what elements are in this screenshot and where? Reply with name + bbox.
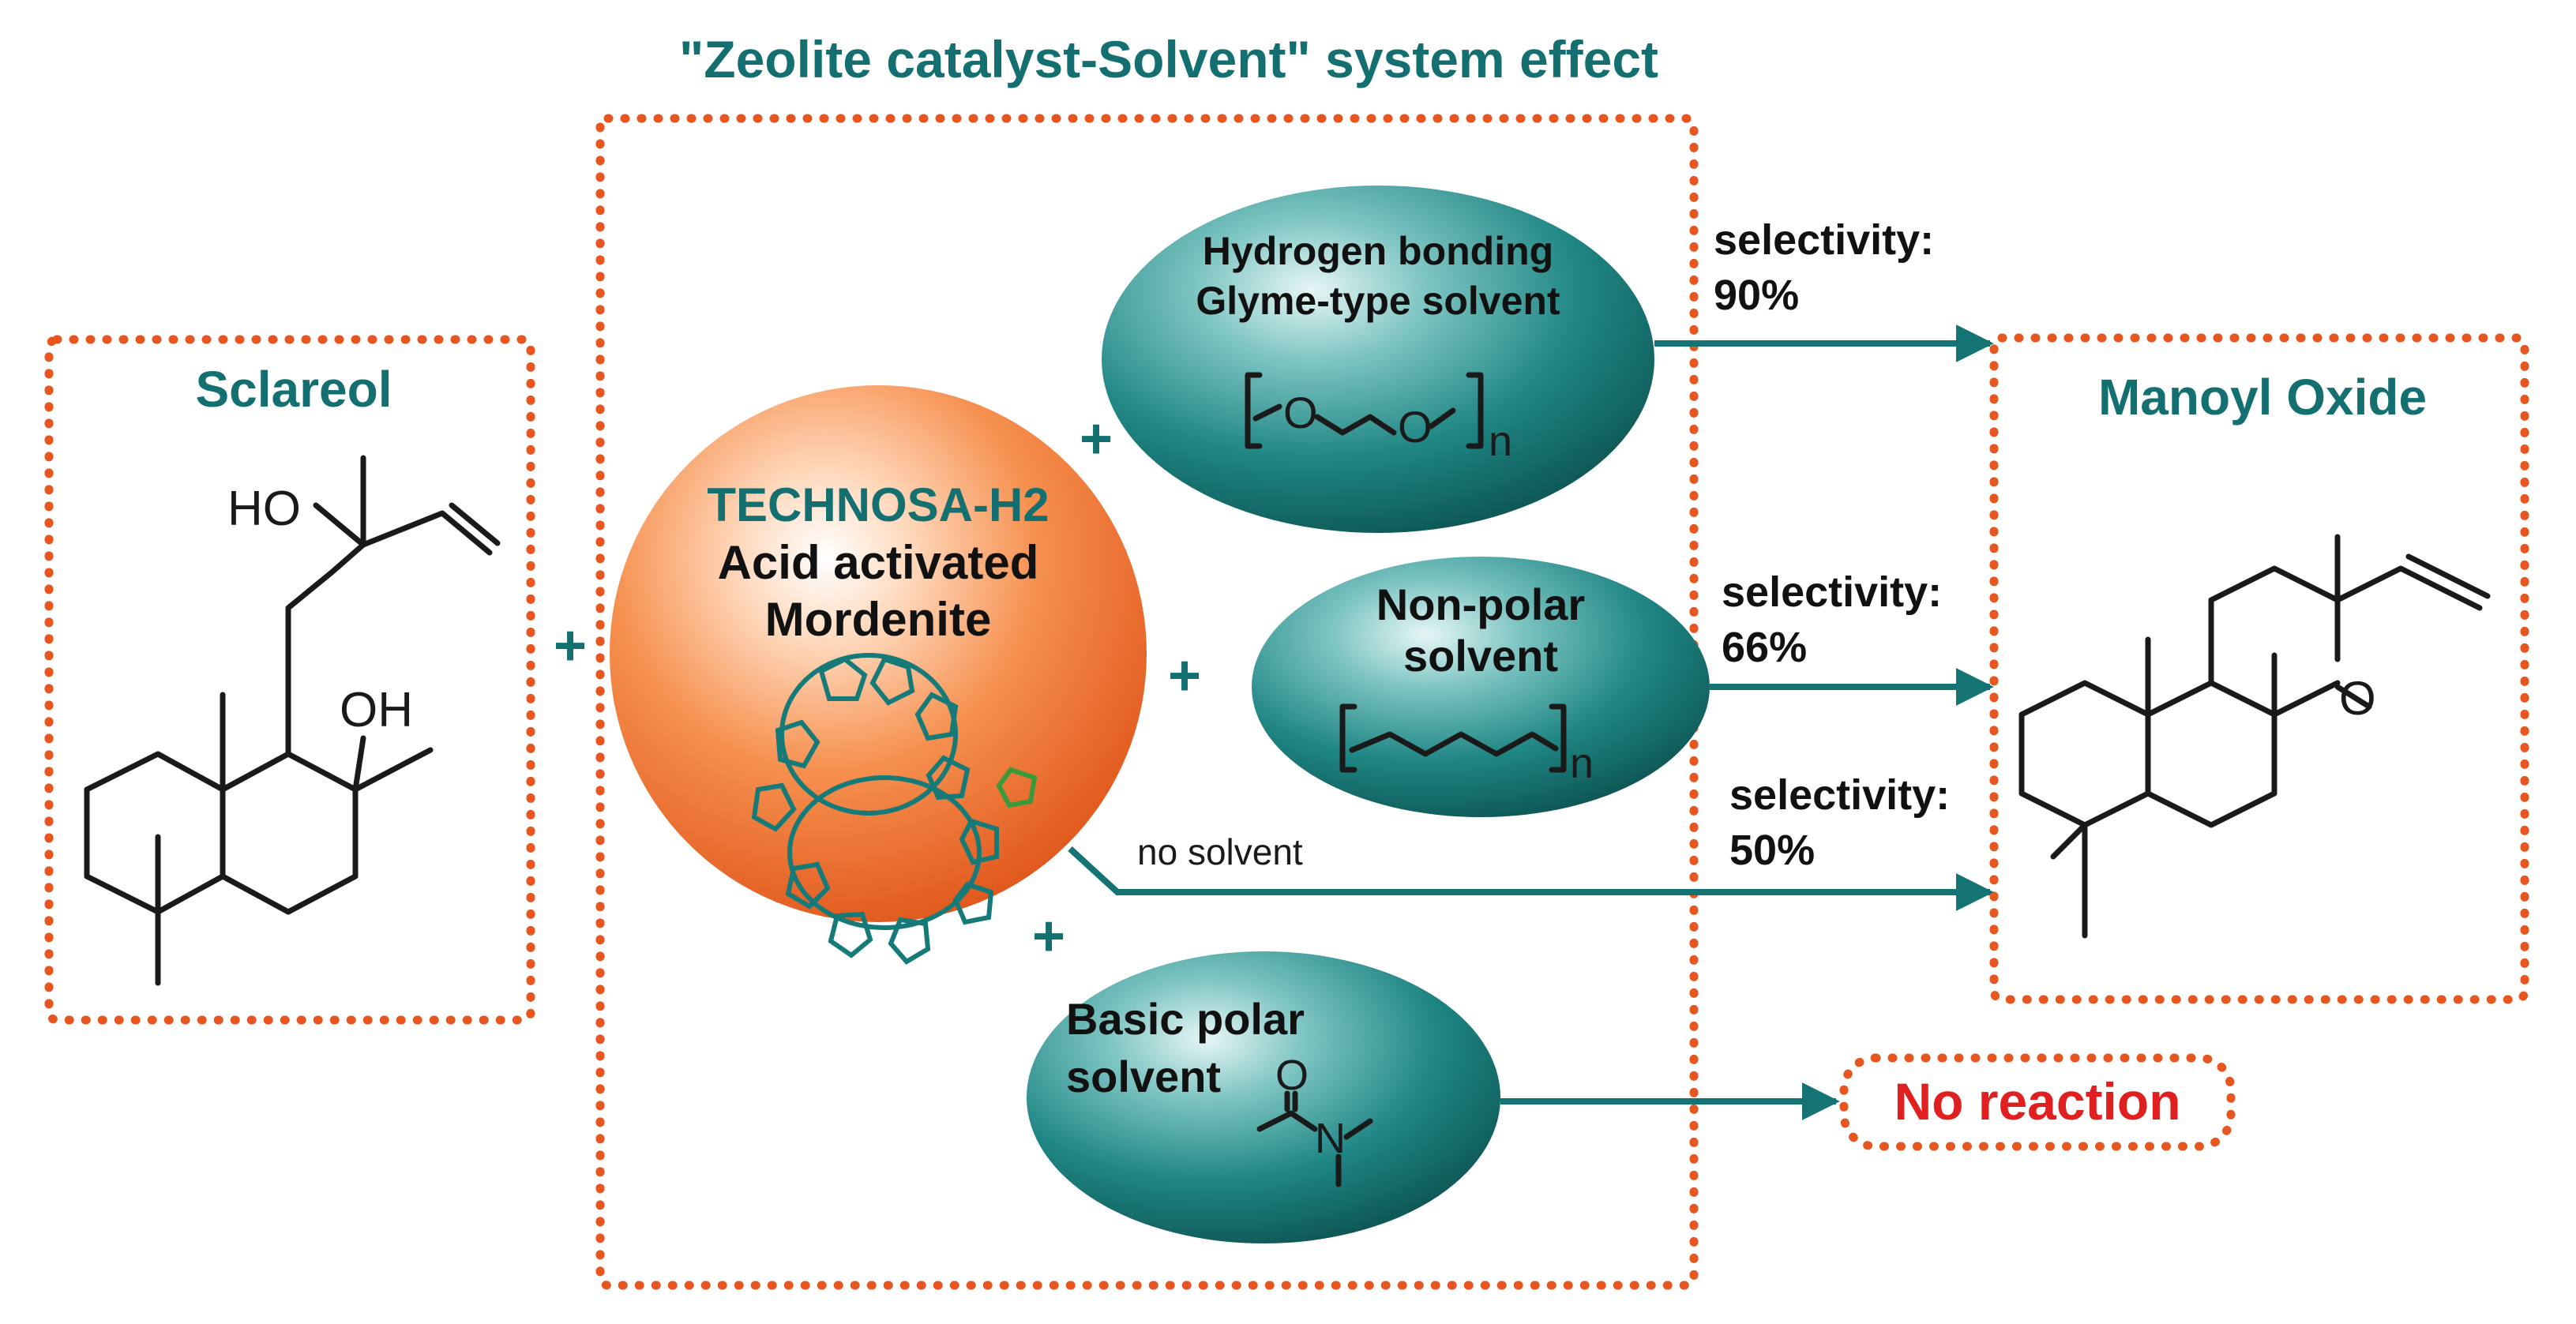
manoyl-o-atom: O <box>2339 672 2376 725</box>
plus-sign-3: + <box>1168 644 1201 707</box>
nonpolar-solvent-ellipse: Non-polar solvent n <box>1252 557 1710 817</box>
glyme-formula: O O n <box>1245 372 1512 465</box>
basic-line1: Basic polar <box>1066 994 1305 1044</box>
selectivity-50-label: selectivity: <box>1729 771 1950 819</box>
basic-line2: solvent <box>1066 1052 1221 1101</box>
svg-text:O: O <box>1398 402 1433 452</box>
arrow-no-solvent <box>1068 846 1994 911</box>
nonpolar-line1: Non-polar <box>1376 579 1585 629</box>
sclareol-ho: HO <box>227 482 301 536</box>
diagram-title: "Zeolite catalyst-Solvent" system effect <box>679 30 1658 88</box>
alkane-formula: n <box>1339 703 1594 787</box>
svg-text:N: N <box>1315 1115 1346 1162</box>
plus-sign-1: + <box>554 614 587 677</box>
mordenite-framework <box>751 653 1038 965</box>
hbond-line1: Hydrogen bonding <box>1203 229 1553 273</box>
dmf-formula: O N <box>1256 1052 1373 1187</box>
svg-text:O: O <box>1275 1052 1309 1099</box>
selectivity-50-value: 50% <box>1729 827 1815 874</box>
manoyl-oxide-box <box>1989 333 2529 1004</box>
selectivity-66-value: 66% <box>1722 624 1807 671</box>
catalyst-line2: Mordenite <box>765 593 992 646</box>
hbond-line2: Glyme-type solvent <box>1196 279 1560 323</box>
nonpolar-line2: solvent <box>1403 631 1558 681</box>
manoyl-oxide-label: Manoyl Oxide <box>2098 369 2427 426</box>
sclareol-label: Sclareol <box>195 361 392 418</box>
plus-sign-4: + <box>1032 905 1065 968</box>
svg-text:O: O <box>1283 388 1318 437</box>
selectivity-66-label: selectivity: <box>1722 568 1942 616</box>
selectivity-90-value: 90% <box>1714 272 1799 319</box>
manoyl-oxide-structure: O <box>2018 534 2491 939</box>
catalyst-name: TECHNOSA-H2 <box>707 478 1049 531</box>
plus-sign-2: + <box>1080 407 1113 471</box>
sclareol-oh: OH <box>340 683 413 737</box>
no-solvent-label: no solvent <box>1137 831 1303 872</box>
svg-text:n: n <box>1570 740 1594 787</box>
hbond-solvent-ellipse: Hydrogen bonding Glyme-type solvent O O … <box>1102 186 1654 533</box>
no-reaction-label: No reaction <box>1894 1072 2180 1131</box>
no-reaction-box <box>1839 1053 2236 1151</box>
svg-text:n: n <box>1489 418 1512 465</box>
sclareol-box <box>44 335 535 1025</box>
catalyst-line1: Acid activated <box>718 536 1039 589</box>
catalyst-sphere: TECHNOSA-H2 Acid activated Mordenite <box>610 385 1147 965</box>
selectivity-90-label: selectivity: <box>1714 216 1934 264</box>
sclareol-structure: HO OH <box>84 455 501 986</box>
basic-solvent-ellipse: Basic polar solvent O N <box>1027 951 1500 1243</box>
